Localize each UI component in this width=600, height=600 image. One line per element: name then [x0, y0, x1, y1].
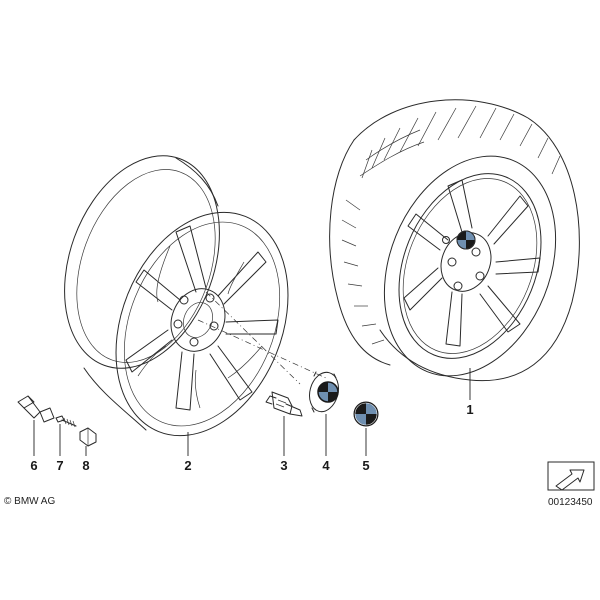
callout-5: 5 [362, 458, 370, 473]
light-alloy-rim-icon[interactable] [37, 134, 320, 462]
diagram-number: 00123450 [548, 497, 593, 508]
callout-2: 2 [184, 458, 192, 473]
callout-1: 1 [466, 402, 474, 417]
valve-cap-icon[interactable] [79, 427, 97, 456]
valve-icon[interactable] [17, 395, 55, 456]
callout-6: 6 [30, 458, 38, 473]
callout-3: 3 [280, 458, 288, 473]
callout-8: 8 [82, 458, 90, 473]
wheel-bolt-icon[interactable] [265, 391, 303, 456]
callout-7: 7 [56, 458, 64, 473]
emblem-icon[interactable] [353, 401, 379, 456]
hub-cap-icon[interactable] [305, 369, 342, 456]
assembly-axis [197, 291, 327, 385]
direction-arrow-icon [547, 461, 595, 491]
callout-4: 4 [322, 458, 330, 473]
complete-wheel-icon[interactable] [329, 99, 587, 402]
copyright-notice: © BMW AG [4, 496, 56, 507]
valve-core-icon[interactable] [55, 415, 77, 456]
